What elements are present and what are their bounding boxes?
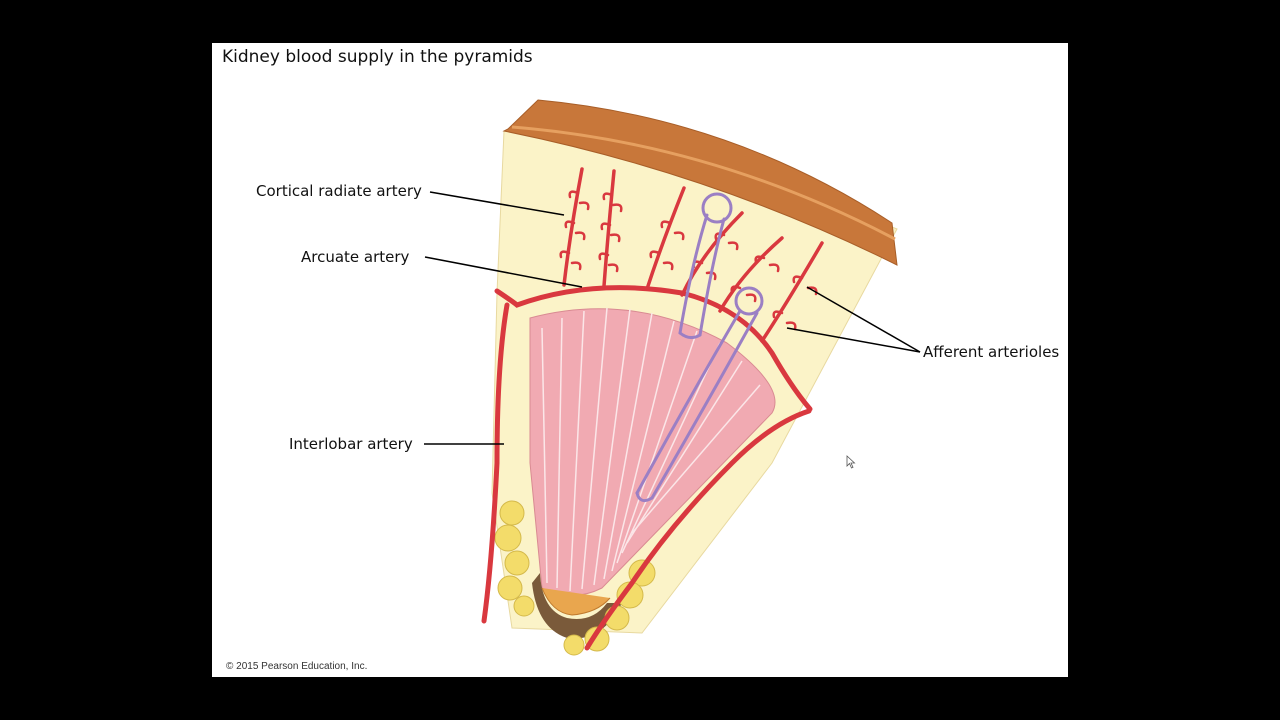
- minor-calyx: [532, 573, 622, 639]
- renal-capsule: [502, 99, 898, 266]
- slide: Kidney blood supply in the pyramids: [212, 43, 1068, 677]
- label-afferent-arterioles: Afferent arterioles: [923, 343, 1060, 361]
- afferent-arterioles: [559, 190, 818, 331]
- pyramid-striations: [541, 307, 761, 592]
- copyright-notice: © 2015 Pearson Education, Inc.: [226, 661, 368, 672]
- mouse-cursor-icon: [846, 455, 856, 469]
- kidney-illustration: [424, 99, 921, 656]
- cortical-radiate-arteries: [562, 167, 824, 343]
- slide-title: Kidney blood supply in the pyramids: [222, 47, 533, 67]
- nephron-loops: [635, 192, 764, 503]
- leader-lines: [424, 191, 921, 445]
- label-interlobar-artery: Interlobar artery: [289, 435, 413, 453]
- interlobar-artery: [481, 302, 812, 651]
- label-cortical-radiate-artery: Cortical radiate artery: [256, 182, 422, 200]
- label-arcuate-artery: Arcuate artery: [301, 248, 410, 266]
- renal-sinus-fat: [494, 500, 656, 656]
